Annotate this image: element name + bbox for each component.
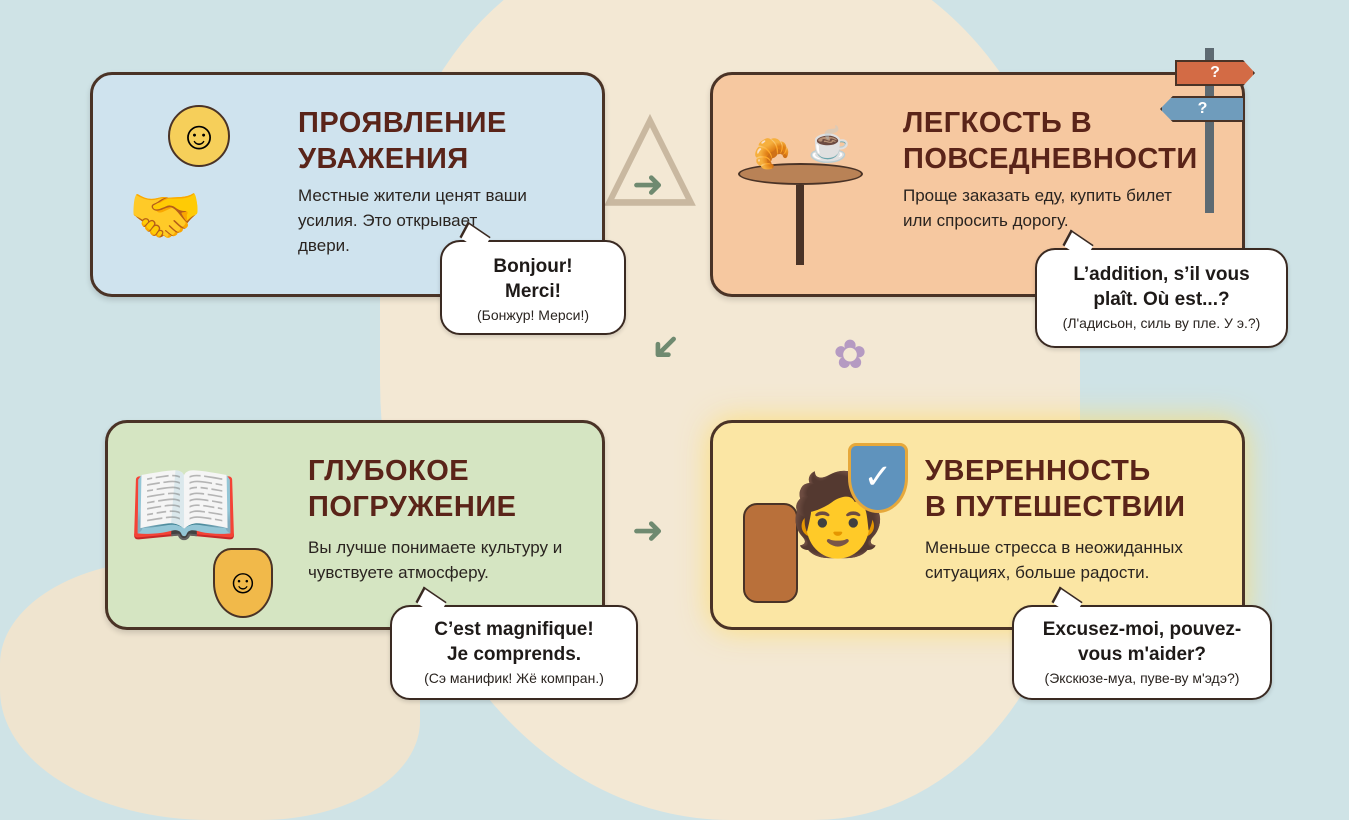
speech-bubble: Excusez-moi, pouvez-vous m'aider? (Экскю… xyxy=(1012,586,1272,700)
handshake-smile-icon: ☺ 🤝 xyxy=(123,105,273,255)
eiffel-tower-icon: △ xyxy=(603,82,697,217)
arrow-right-icon: ➜ xyxy=(632,164,664,206)
card-description: Местные жители ценят ваши усилия. Это от… xyxy=(298,186,527,255)
cafe-table-icon: ☕ 🥐 xyxy=(738,115,868,265)
card-description: Проще заказать еду, купить билет или спр… xyxy=(903,186,1172,230)
book-theater-mask-icon: 📖 ☺ xyxy=(128,453,298,618)
speech-bubble: C’est magnifique! Je comprends. (Сэ мани… xyxy=(390,586,638,700)
card-description: Вы лучше понимаете культуру и чувствуете… xyxy=(308,538,563,582)
grapes-icon: ✿ xyxy=(833,333,867,377)
traveler-shield-icon: 🧑 ✓ xyxy=(733,443,923,618)
arrow-right-icon: ➜ xyxy=(632,510,664,552)
card-description: Меньше стресса в неожиданных ситуациях, … xyxy=(925,538,1183,582)
signpost-icon: ? ? xyxy=(1160,48,1260,218)
speech-bubble: Bonjour! Merci! (Бонжур! Мерси!) xyxy=(440,221,626,335)
speech-bubble: L’addition, s’il vous plaît. Où est...? … xyxy=(1035,229,1288,348)
